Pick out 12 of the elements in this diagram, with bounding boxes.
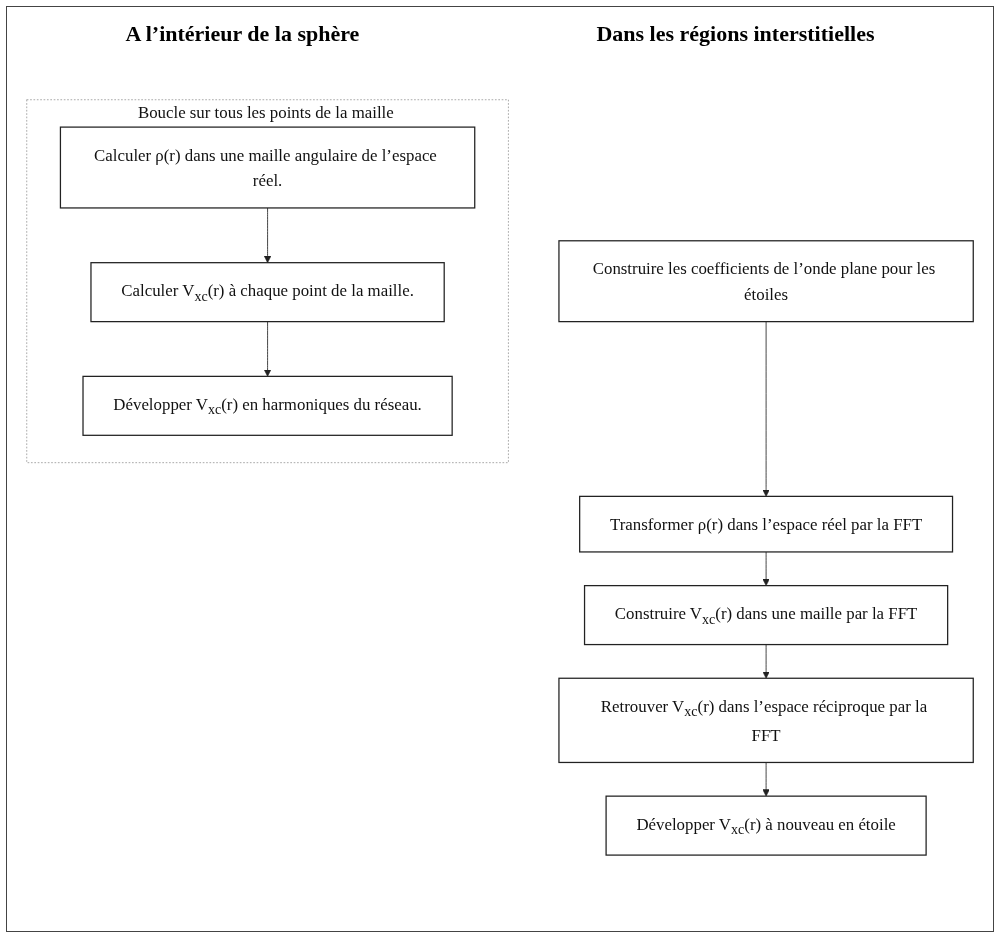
- node-box: [579, 495, 954, 553]
- node-box: [558, 239, 974, 322]
- cluster: [26, 98, 509, 463]
- node-box: [605, 795, 927, 856]
- node-box: [583, 584, 949, 645]
- outer-frame: A l’intérieur de la sphère Dans les régions interstitielles Boucle sur tous les points de la maille Calculer ρ(r) dans une maille angulaire de l’espace réel. Calculer V$_{xc}$(r) à chaque point de la maille. Développer V$_{xc}$(r) en harmoniques du réseau. Construire les coefficients de l’onde plane pour les étoiles Transformer ρ(r) dans l’espace réel par la FFT Construire V$_{xc}$(r) dans une maille par la FFT Retrouver V$_{xc}$(r) dans l’espace réciproque par la FFT Développer V$_{xc}$(r) à nouveau en étoile: [6, 6, 994, 932]
- node-box: [90, 261, 445, 322]
- node-box: [82, 375, 453, 436]
- node-box: [558, 677, 974, 763]
- column-heading: A l’intérieur de la sphère: [125, 21, 360, 47]
- node-box: [59, 126, 476, 209]
- column-heading: Dans les régions interstitielles: [596, 21, 875, 47]
